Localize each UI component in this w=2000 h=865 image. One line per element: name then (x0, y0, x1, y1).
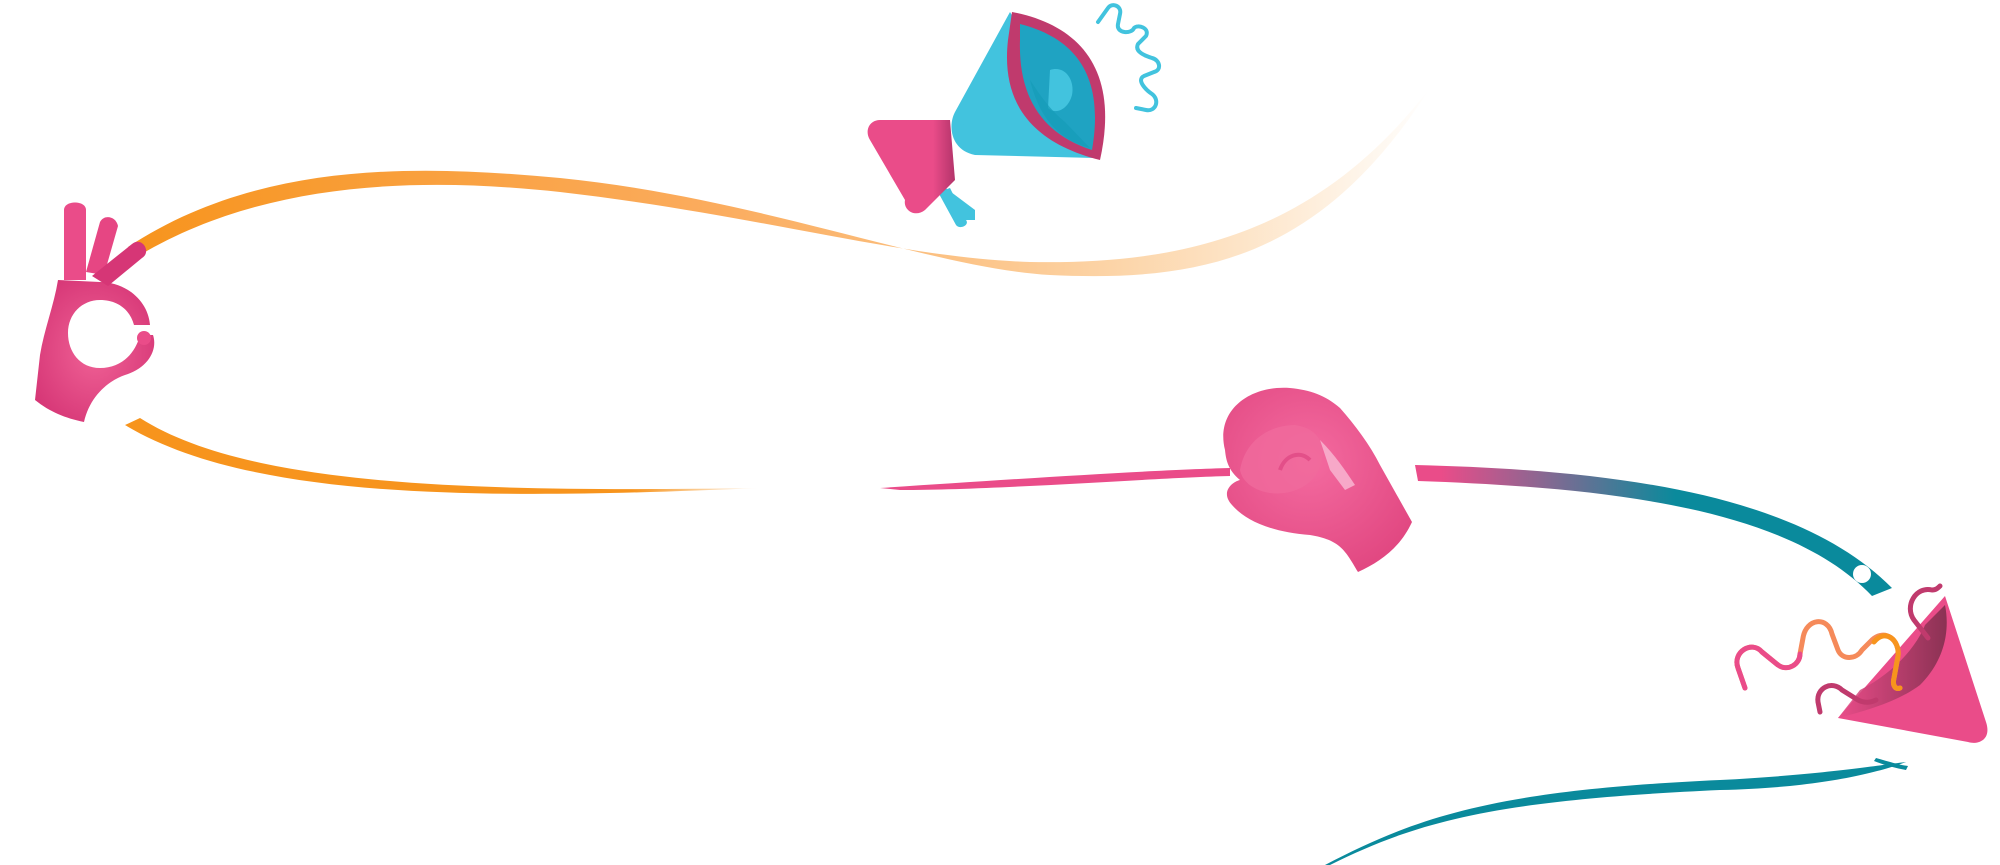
ok-hand-icon (35, 202, 155, 422)
orange-ribbon-bottom (125, 418, 760, 494)
teal-ribbon-bottom (1325, 762, 1906, 865)
fist-icon (1223, 387, 1412, 572)
pink-teal-ribbon (880, 468, 1230, 490)
orange-ribbon-top (128, 88, 1430, 277)
connector-paths (125, 88, 1908, 865)
party-popper-icon (1734, 565, 1988, 743)
megaphone-icon (867, 3, 1161, 228)
pink-teal-ribbon-right (1415, 465, 1892, 596)
teal-ribbon-tip (1874, 758, 1908, 770)
